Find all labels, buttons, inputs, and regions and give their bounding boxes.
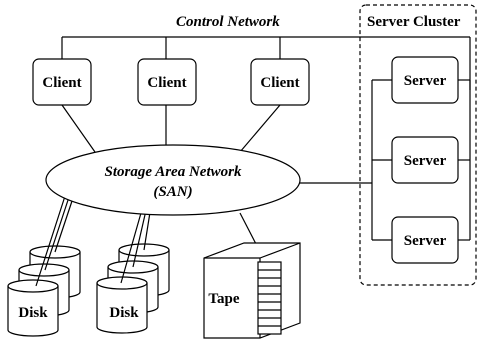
client-3-label: Client [260, 75, 299, 91]
server-cluster-boundary [359, 4, 477, 286]
disk-stack-2-label: Disk [109, 305, 139, 321]
client-san-links [61, 104, 281, 153]
tape-library [203, 242, 301, 339]
tape-label: Tape [208, 291, 239, 307]
server-cluster-label: Server Cluster [367, 14, 461, 30]
control-network-label: Control Network [176, 14, 280, 30]
server-3: Server [391, 216, 459, 264]
san-label-line1: Storage Area Network [105, 164, 242, 180]
client-1-label: Client [42, 75, 81, 91]
disk-stack-1 [7, 245, 81, 337]
san-tape-link [239, 212, 257, 245]
server-2-label: Server [404, 153, 447, 169]
san-disk-links [35, 192, 152, 287]
client-2-label: Client [147, 75, 186, 91]
server-1: Server [391, 56, 459, 104]
server-3-label: Server [404, 233, 447, 249]
control-network [61, 36, 471, 90]
server-links [300, 79, 471, 241]
san-label-line2: (SAN) [153, 184, 192, 200]
client-2: Client [137, 58, 197, 106]
server-2: Server [391, 136, 459, 184]
tape-slots [258, 269, 281, 327]
client-3: Client [250, 58, 310, 106]
disk-stack-1-label: Disk [18, 305, 48, 321]
storage-area-network: Storage Area Network (SAN) [45, 144, 301, 216]
tape-slot-rack [257, 261, 282, 335]
client-1: Client [32, 58, 92, 106]
disk-stack-2 [96, 243, 170, 334]
server-1-label: Server [404, 73, 447, 89]
